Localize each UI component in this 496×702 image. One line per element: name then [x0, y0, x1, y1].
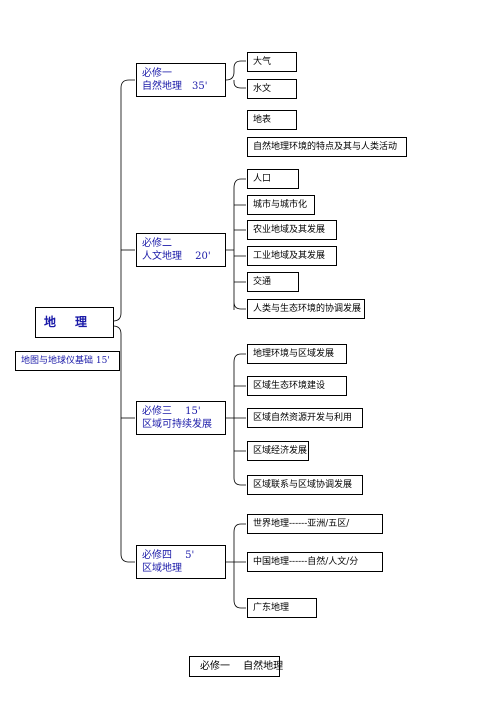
- module-4-title: 必修四 5': [142, 550, 195, 561]
- module-3-node: 必修三 15' 区域可持续发展: [136, 401, 226, 435]
- m4-bracket: [226, 523, 246, 609]
- m3-bracket: [226, 353, 246, 486]
- root-bracket-lower: [112, 325, 135, 563]
- m1-bracket: [225, 60, 246, 89]
- topic-m2-6: 人类与生态环境的协调发展: [247, 299, 365, 319]
- topic-m3-4: 区域经济发展: [247, 441, 309, 461]
- topic-m3-2: 区域生态环境建设: [247, 376, 347, 396]
- module-2-subtitle: 人文地理 20': [142, 251, 211, 262]
- footer-heading: 必修一 自然地理: [189, 656, 283, 677]
- module-3-subtitle: 区域可持续发展: [142, 419, 212, 430]
- root-node: 地理: [35, 307, 114, 338]
- topic-m2-3: 农业地域及其发展: [247, 220, 337, 240]
- basis-node: 地图与地球仪基础 15': [15, 351, 120, 371]
- module-4-subtitle: 区域地理: [142, 563, 182, 574]
- root-bracket: [112, 79, 135, 322]
- module-1-title: 必修一: [142, 68, 172, 79]
- topic-m2-4: 工业地域及其发展: [247, 246, 337, 266]
- topic-m2-1: 人口: [247, 169, 299, 189]
- root-label-1: 地: [44, 315, 58, 329]
- topic-m3-1: 地理环境与区域发展: [247, 344, 347, 364]
- topic-m3-3: 区域自然资源开发与利用: [247, 408, 363, 428]
- module-2-node: 必修二 人文地理 20': [136, 233, 226, 267]
- module-1-subtitle: 自然地理 35': [142, 81, 208, 92]
- topic-m1-2: 水文: [247, 79, 297, 99]
- topic-m4-1: 世界地理------亚洲/五区/: [247, 514, 383, 534]
- topic-m3-5: 区域联系与区域协调发展: [247, 475, 363, 495]
- module-1-node: 必修一 自然地理 35': [136, 63, 226, 97]
- topic-m1-4: 自然地理环境的特点及其与人类活动: [247, 137, 407, 157]
- root-label-2: 理: [75, 315, 89, 329]
- topic-m4-2: 中国地理------自然/人文/分: [247, 552, 383, 572]
- topic-m2-2: 城市与城市化: [247, 195, 315, 215]
- topic-m1-1: 大气: [247, 52, 297, 72]
- topic-m1-3: 地表: [247, 110, 297, 130]
- topic-m2-5: 交通: [247, 272, 299, 292]
- m2-bracket: [226, 178, 246, 310]
- module-3-title: 必修三 15': [142, 406, 201, 417]
- topic-m4-3: 广东地理: [247, 598, 317, 618]
- module-2-title: 必修二: [142, 238, 172, 249]
- module-4-node: 必修四 5' 区域地理: [136, 545, 226, 579]
